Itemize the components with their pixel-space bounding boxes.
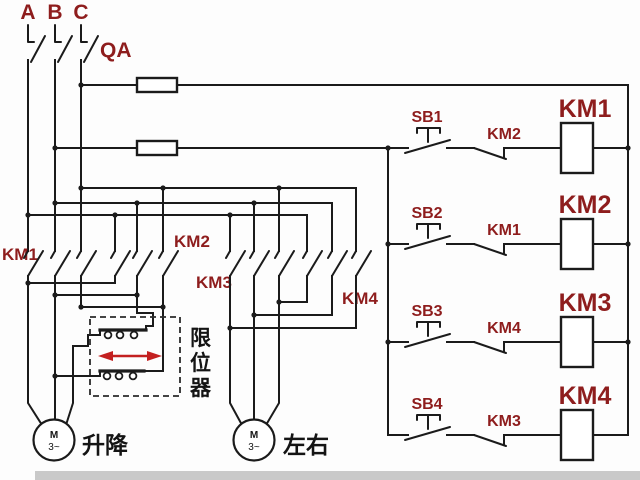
rung3-interlock-label: KM4 bbox=[487, 320, 521, 337]
pushbutton-icon bbox=[404, 223, 451, 250]
rung4-coil-label: KM4 bbox=[559, 382, 612, 410]
motor-icon bbox=[232, 418, 276, 462]
control-rung-2: SB2 KM1 KM2 bbox=[387, 191, 629, 271]
coil-km2 bbox=[559, 217, 595, 271]
trolley-motor-label: 左右 bbox=[283, 432, 329, 458]
nc-contact-icon bbox=[473, 341, 507, 354]
rung1-button-label: SB1 bbox=[411, 109, 442, 126]
motor-phase: 3~ bbox=[48, 442, 60, 453]
trolley-motor: M 3~ 左右 bbox=[232, 418, 329, 462]
pushbutton-icon bbox=[404, 127, 451, 154]
control-feed-lines bbox=[54, 76, 629, 436]
power-distribution bbox=[27, 187, 357, 252]
fuse-icon bbox=[135, 139, 179, 157]
motor-symbol: M bbox=[250, 430, 258, 441]
limit-switch-box: 限 位 器 bbox=[89, 316, 212, 400]
motor-symbol: M bbox=[50, 430, 58, 441]
rung2-coil-label: KM2 bbox=[559, 191, 612, 219]
control-ladder: SB1 KM2 KM1 SB2 KM1 KM2 SB3 KM4 KM3 bbox=[387, 95, 629, 462]
hoist-motor-label: 升降 bbox=[82, 432, 129, 458]
rung1-coil-label: KM1 bbox=[559, 95, 612, 123]
switch-qa-label: QA bbox=[100, 39, 132, 62]
fuse-icon bbox=[135, 76, 179, 94]
limit-box-label-char3: 器 bbox=[189, 377, 212, 400]
coil-km1 bbox=[559, 121, 595, 175]
rung4-button-label: SB4 bbox=[411, 396, 442, 413]
coil-km3 bbox=[559, 315, 595, 369]
rung4-interlock-label: KM3 bbox=[487, 413, 521, 430]
contact-group-km3-label: KM3 bbox=[196, 273, 232, 292]
hoist-motor: M 3~ 升降 bbox=[32, 418, 129, 462]
contact-group-km3: KM3 bbox=[196, 250, 295, 292]
rung1-interlock-label: KM2 bbox=[487, 126, 521, 143]
motor-icon bbox=[32, 418, 76, 462]
nc-contact-icon bbox=[473, 243, 507, 256]
power-supply-switch: A B C QA bbox=[20, 1, 132, 252]
coil-km4 bbox=[559, 408, 595, 462]
rung3-coil-label: KM3 bbox=[559, 289, 612, 317]
control-rung-1: SB1 KM2 KM1 bbox=[387, 95, 629, 175]
motor-phase: 3~ bbox=[248, 442, 260, 453]
control-rung-3: SB3 KM4 KM3 bbox=[387, 289, 629, 369]
trolley-motor-wiring bbox=[229, 275, 357, 427]
limit-box-label-char2: 位 bbox=[190, 351, 211, 375]
nc-contact-icon bbox=[473, 147, 507, 160]
rung2-interlock-label: KM1 bbox=[487, 222, 521, 239]
phase-b-label: B bbox=[47, 1, 62, 24]
pushbutton-icon bbox=[404, 414, 451, 441]
contact-group-km2-label: KM2 bbox=[174, 232, 210, 251]
contact-group-km2: KM2 bbox=[110, 232, 210, 277]
contact-group-km1: KM1 bbox=[2, 245, 97, 277]
limit-box-label-char1: 限 bbox=[190, 327, 211, 350]
travel-arrow-icon bbox=[98, 351, 162, 361]
contact-group-km4-label: KM4 bbox=[342, 289, 378, 308]
phase-verticals bbox=[27, 59, 82, 252]
pushbutton-icon bbox=[404, 321, 451, 348]
rung3-button-label: SB3 bbox=[411, 303, 442, 320]
rung2-button-label: SB2 bbox=[411, 205, 442, 222]
phase-c-label: C bbox=[73, 1, 88, 24]
hoist-motor-wiring bbox=[27, 275, 164, 427]
nc-contact-icon bbox=[473, 434, 507, 447]
contact-group-km1-label: KM1 bbox=[2, 245, 38, 264]
phase-a-label: A bbox=[20, 1, 35, 24]
bottom-edge-bar bbox=[35, 471, 640, 480]
knife-switch-icon bbox=[27, 24, 99, 63]
contact-group-km4: KM4 bbox=[302, 250, 378, 308]
junction-dots bbox=[25, 82, 631, 379]
control-rung-4: SB4 KM3 KM4 bbox=[387, 382, 629, 462]
